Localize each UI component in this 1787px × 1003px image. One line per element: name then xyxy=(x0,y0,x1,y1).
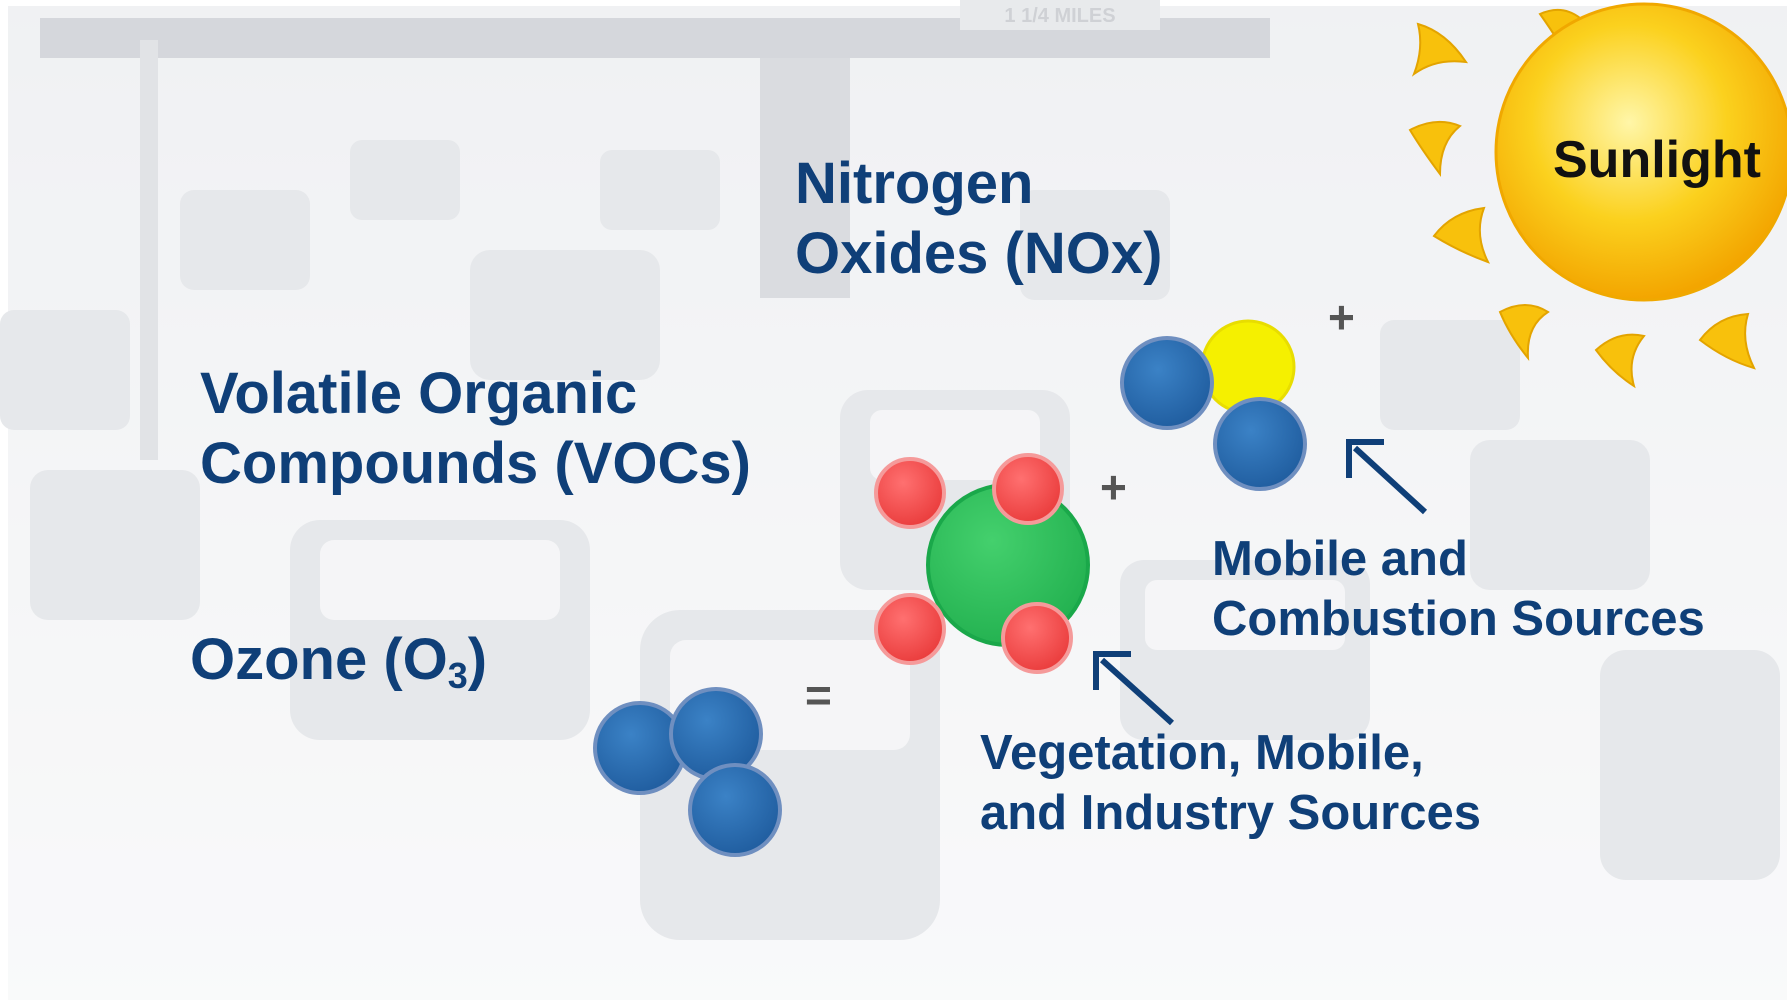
sun-icon xyxy=(1408,2,1787,389)
voc-label-line1: Volatile Organic xyxy=(200,361,638,426)
plus-sign: + xyxy=(1100,461,1127,513)
sun-ray xyxy=(1594,333,1646,389)
voc-label: Volatile Organic Compounds (VOCs) xyxy=(200,362,751,496)
highway-sign-text: 1 1/4 MILES xyxy=(1004,5,1115,27)
voc-label-line2: Compounds (VOCs) xyxy=(200,430,751,496)
vegetation-sources-label: Vegetation, Mobile, and Industry Sources xyxy=(980,726,1482,841)
vegetation-sources-line2: and Industry Sources xyxy=(980,785,1482,840)
sun-ray xyxy=(1498,304,1550,362)
hydrogen-atom xyxy=(874,457,946,529)
oxygen-atom xyxy=(1120,336,1214,430)
equals-sign: = xyxy=(805,669,832,721)
sun-ray xyxy=(1411,22,1469,77)
sunlight-label: Sunlight xyxy=(1553,131,1761,189)
nox-label-line2: Oxides (NOx) xyxy=(795,220,1163,286)
nox-label: Nitrogen Oxides (NOx) xyxy=(795,152,1162,286)
mobile-sources-line1: Mobile and xyxy=(1212,532,1468,586)
ozone-label-suffix: ) xyxy=(467,627,488,692)
oxygen-atom xyxy=(1213,397,1307,491)
mobile-sources-line2: Combustion Sources xyxy=(1212,591,1705,646)
arrow-icon xyxy=(1093,651,1175,726)
sun-ray xyxy=(1698,312,1756,370)
arrow-icon xyxy=(1346,439,1428,515)
ozone-label: Ozone (O3) xyxy=(190,628,487,696)
ozone-molecule xyxy=(593,687,782,857)
ozone-label-prefix: Ozone (O xyxy=(190,627,448,692)
nox-molecule xyxy=(1120,319,1307,491)
highway-sign xyxy=(960,0,1160,30)
hydrogen-atom xyxy=(992,453,1064,525)
mobile-sources-label: Mobile and Combustion Sources xyxy=(1212,532,1705,647)
ozone-label-subscript: 3 xyxy=(447,654,468,696)
nox-label-line1: Nitrogen xyxy=(795,151,1034,216)
hydrogen-atom xyxy=(1001,602,1073,674)
voc-molecule xyxy=(874,453,1090,674)
sun-disc xyxy=(1494,2,1787,302)
sun-ray xyxy=(1408,120,1462,177)
oxygen-atom xyxy=(688,763,782,857)
sun-ray xyxy=(1432,206,1491,264)
hydrogen-atom xyxy=(874,593,946,665)
vegetation-sources-line1: Vegetation, Mobile, xyxy=(980,726,1424,780)
plus-sign: + xyxy=(1328,291,1355,343)
